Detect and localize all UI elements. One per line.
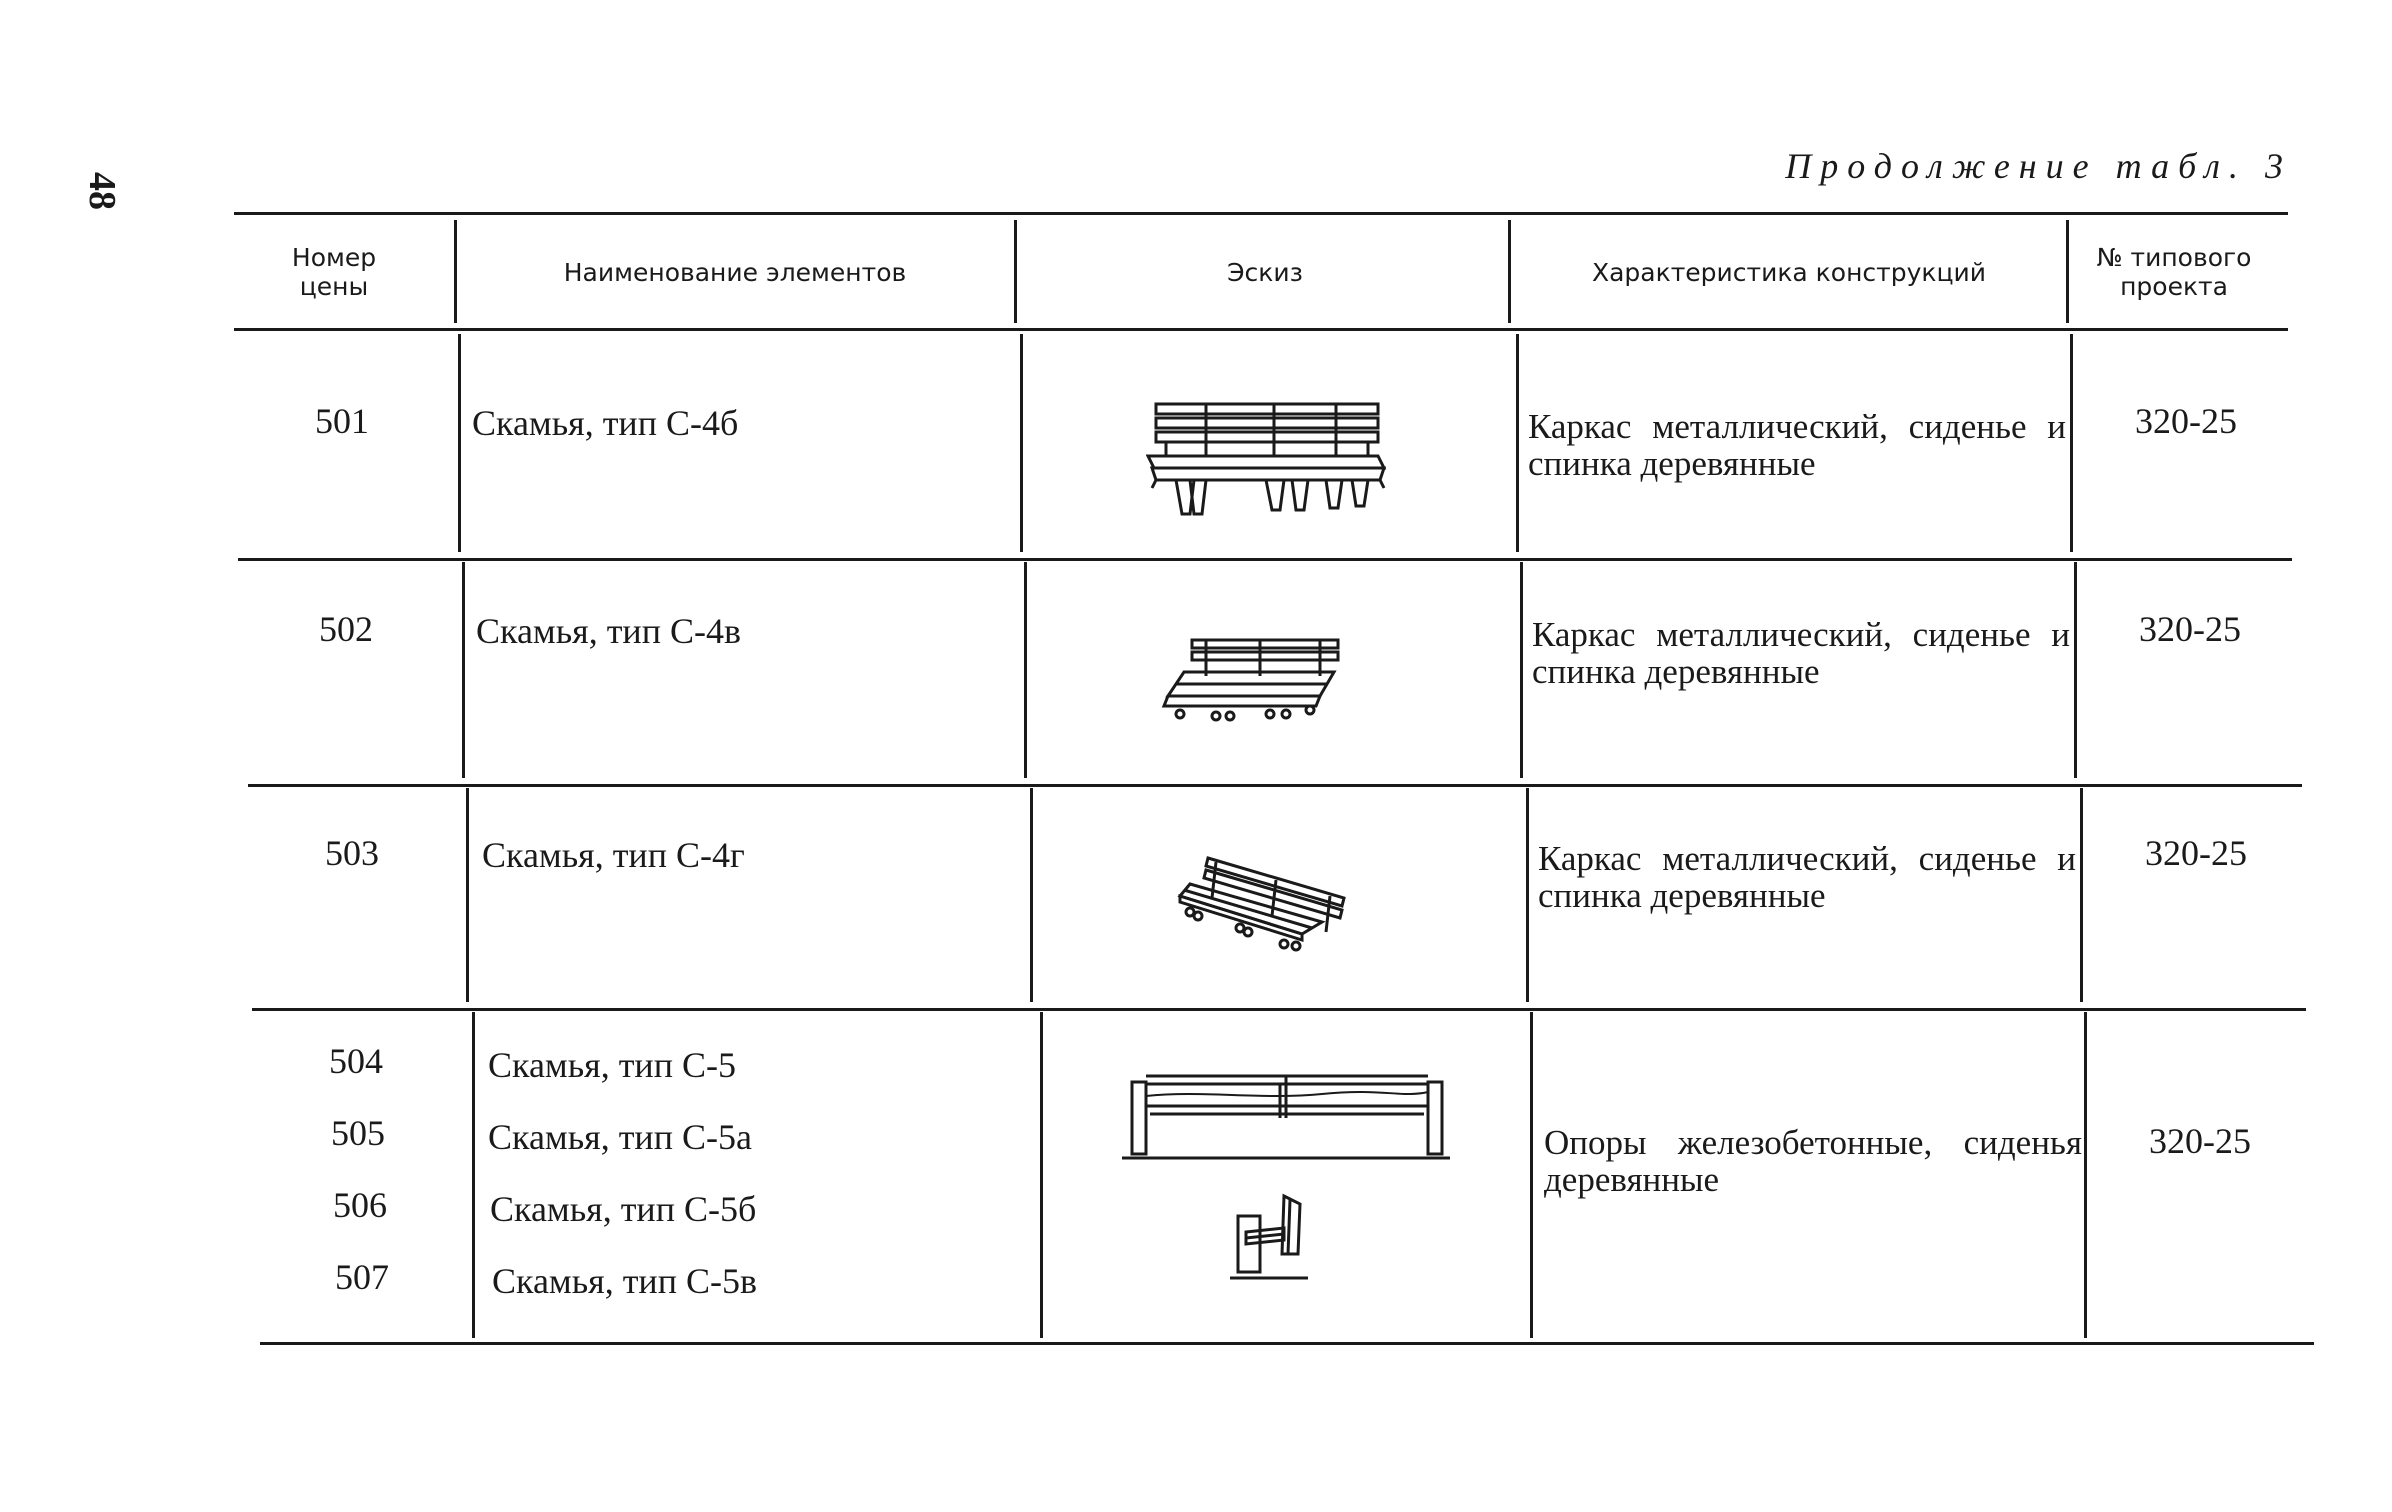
table-bottom-rule (260, 1342, 2314, 1345)
element-name: Скамья, тип С-4б (472, 403, 739, 443)
element-name: Скамья, тип С-5в (492, 1261, 757, 1301)
row-divider (238, 558, 2292, 561)
price-number: 501 (315, 401, 369, 441)
header-characteristic: Характеристика конструкций (1591, 257, 1987, 287)
bench-c4b-sketch (1146, 400, 1386, 522)
column-divider (2070, 334, 2073, 552)
column-divider (462, 562, 465, 778)
column-divider (472, 1012, 475, 1338)
column-divider (454, 220, 457, 323)
column-divider (458, 334, 461, 552)
price-number: 502 (319, 609, 373, 649)
column-divider (2084, 1012, 2087, 1338)
column-divider (1530, 1012, 1533, 1338)
column-divider (1516, 334, 1519, 552)
bench-c4v-sketch (1160, 636, 1344, 732)
row-divider (248, 784, 2302, 787)
header-name: Наименование элементов (563, 257, 907, 287)
column-divider (1020, 334, 1023, 552)
construction-characteristic: Каркас металлический, сиденье и спинка д… (1528, 407, 2066, 483)
table-top-rule (234, 212, 2288, 215)
price-number: 503 (325, 833, 379, 873)
column-divider (1520, 562, 1523, 778)
price-number: 507 (335, 1257, 389, 1297)
project-number: 320-25 (2145, 833, 2247, 873)
column-divider (1040, 1012, 1043, 1338)
construction-characteristic: Каркас металлический, сиденье и спинка д… (1532, 615, 2070, 691)
column-divider (2080, 788, 2083, 1002)
page-number: 48 (81, 172, 123, 210)
price-number: 506 (333, 1185, 387, 1225)
row-divider (252, 1008, 2306, 1011)
element-name: Скамья, тип С-5 (488, 1045, 736, 1085)
header-sketch: Эскиз (1227, 257, 1303, 287)
column-divider (2074, 562, 2077, 778)
table-continuation-caption: Продолжение табл. 3 (1785, 146, 2292, 186)
construction-characteristic: Опоры железобетонные, сиденья деревянные (1544, 1123, 2082, 1199)
bench-c4g-sketch (1176, 852, 1346, 954)
element-name: Скамья, тип С-4г (482, 835, 745, 875)
bench-c5-front-sketch (1122, 1070, 1450, 1162)
construction-characteristic: Каркас металлический, сиденье и спинка д… (1538, 839, 2076, 915)
project-number: 320-25 (2149, 1121, 2251, 1161)
header-project: № типового проекта (2096, 243, 2252, 301)
column-divider (1526, 788, 1529, 1002)
header-number: Номер цены (291, 243, 377, 301)
price-number: 504 (329, 1041, 383, 1081)
price-number: 505 (331, 1113, 385, 1153)
column-divider (1508, 220, 1511, 323)
project-number: 320-25 (2139, 609, 2241, 649)
column-divider (1030, 788, 1033, 1002)
header-bottom-rule (234, 328, 2288, 331)
column-divider (1024, 562, 1027, 778)
project-number: 320-25 (2135, 401, 2237, 441)
column-divider (1014, 220, 1017, 323)
column-divider (2066, 220, 2069, 323)
element-name: Скамья, тип С-4в (476, 611, 741, 651)
element-name: Скамья, тип С-5а (488, 1117, 752, 1157)
bench-c5-side-sketch (1228, 1192, 1312, 1282)
element-name: Скамья, тип С-5б (490, 1189, 757, 1229)
column-divider (466, 788, 469, 1002)
